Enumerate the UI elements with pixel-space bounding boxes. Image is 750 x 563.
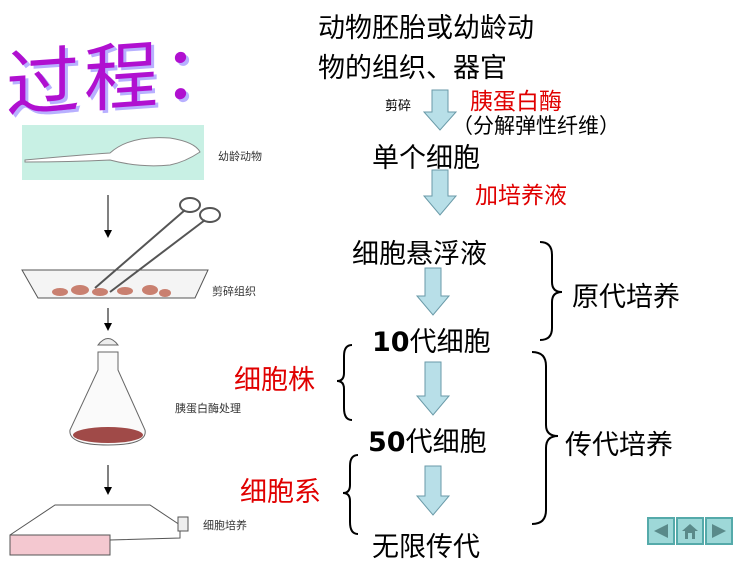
brace-strain — [336, 344, 353, 421]
cell-line: 细胞系 — [240, 477, 321, 508]
block-arrow-5 — [415, 465, 451, 516]
triangle-left-icon — [654, 524, 668, 538]
label-cell-culture: 细胞培养 — [203, 519, 247, 532]
single-cell: 单个细胞 — [372, 143, 480, 174]
block-arrow-1 — [422, 89, 458, 131]
gen-50-label: 代细胞 — [405, 427, 487, 458]
label-young-animal: 幼龄动物 — [218, 150, 262, 163]
brace-line — [342, 454, 359, 535]
cells-in-flask — [73, 427, 143, 443]
cell-strain: 细胞株 — [234, 365, 315, 396]
home-button[interactable] — [676, 517, 704, 545]
source-line-2: 物的组织、器官 — [318, 53, 507, 84]
gen-10-cells: 10代细胞 — [372, 320, 491, 359]
tissue-pieces — [52, 285, 171, 297]
prev-slide-button[interactable] — [647, 517, 675, 545]
trypsin-label: 胰蛋白酶 — [470, 89, 562, 115]
add-medium-label: 加培养液 — [475, 183, 567, 209]
block-arrow-4 — [415, 361, 451, 416]
passage-culture: 传代培养 — [565, 430, 673, 461]
primary-culture: 原代培养 — [572, 282, 680, 313]
cell-suspension: 细胞悬浮液 — [352, 239, 487, 270]
gen-10-label: 代细胞 — [409, 327, 491, 358]
infinite-passage: 无限传代 — [372, 532, 480, 563]
process-illustration — [9, 125, 221, 556]
brace-primary — [539, 241, 563, 341]
gen-50-number: 50 — [368, 427, 406, 458]
mouse-icon — [24, 137, 201, 167]
scissors-icon — [94, 197, 221, 293]
label-trypsin: 胰蛋白酶处理 — [175, 402, 241, 415]
source-line-1: 动物胚胎或幼龄动 — [318, 13, 534, 44]
flask-icon — [69, 351, 146, 446]
mince-label: 剪碎 — [385, 99, 412, 114]
gen-50-cells: 50代细胞 — [368, 420, 487, 459]
gen-10-number: 10 — [372, 327, 410, 358]
home-icon — [682, 524, 698, 539]
triangle-right-icon — [712, 524, 726, 538]
label-minced-tissue: 剪碎组织 — [212, 285, 256, 298]
block-arrow-3 — [415, 267, 451, 316]
block-arrow-2 — [422, 169, 458, 216]
brace-passage — [531, 351, 559, 525]
trypsin-note: （分解弹性纤维） — [452, 114, 620, 138]
next-slide-button[interactable] — [705, 517, 733, 545]
